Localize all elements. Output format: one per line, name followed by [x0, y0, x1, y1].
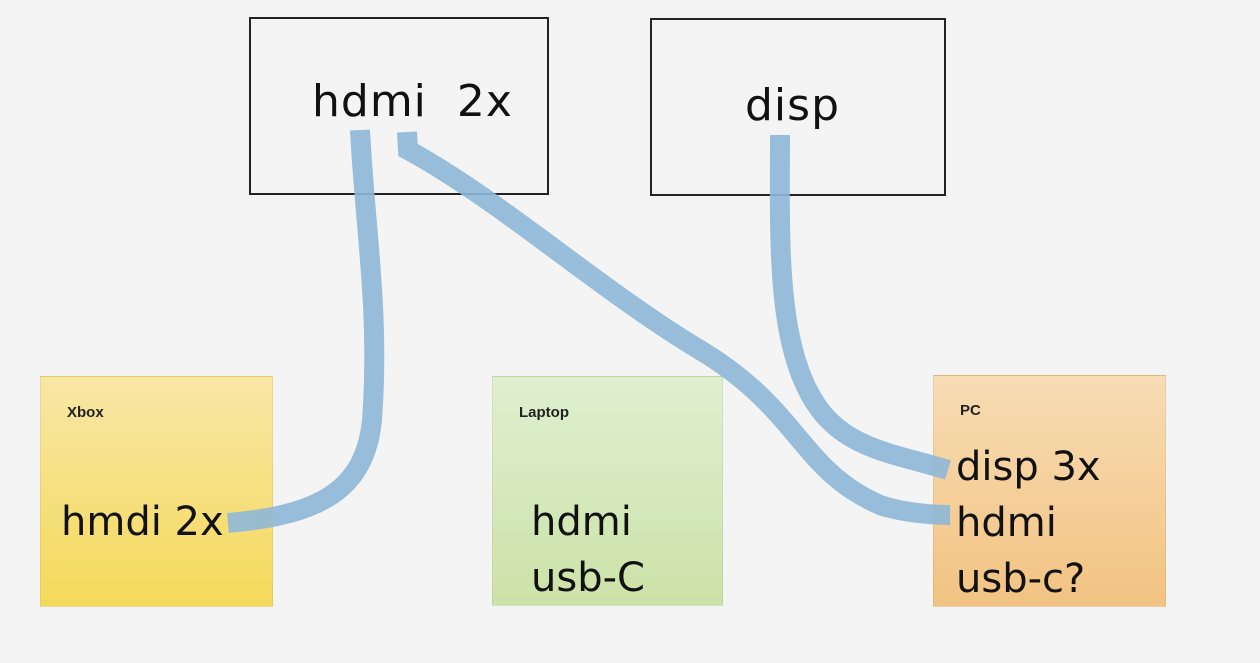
note-pc: PC disp 3x hdmi usb-c?: [933, 375, 1166, 607]
note-laptop-title: Laptop: [519, 404, 569, 421]
note-pc-title: PC: [960, 402, 981, 419]
monitor-hdmi-label: hdmi 2x: [312, 76, 513, 127]
note-xbox: Xbox hmdi 2x: [40, 376, 273, 607]
note-pc-line-2: hdmi: [956, 500, 1057, 546]
note-laptop: Laptop hdmi usb-C: [492, 376, 723, 606]
monitor-disp-label: disp: [745, 80, 841, 131]
note-pc-line-3: usb-c?: [956, 556, 1086, 602]
note-xbox-line-1: hmdi 2x: [61, 499, 224, 545]
note-laptop-line-2: usb-C: [531, 555, 645, 601]
note-pc-line-1: disp 3x: [956, 444, 1101, 490]
note-xbox-title: Xbox: [67, 404, 104, 421]
note-laptop-line-1: hdmi: [531, 499, 632, 545]
